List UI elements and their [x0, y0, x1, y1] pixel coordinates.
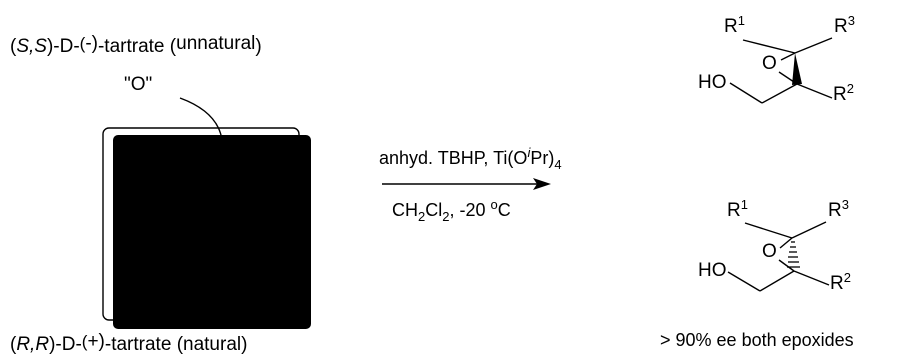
ho-label-bottom: HO	[698, 260, 727, 281]
r2-label-top: R2	[833, 81, 854, 105]
r3-label-bottom: R3	[828, 197, 849, 221]
bond-c1-r1-bottom	[744, 222, 793, 239]
bond-o-c2-bottom	[778, 259, 795, 272]
top-tartrate-label: (S,S)-D-(-)-tartrate (unnatural)	[10, 33, 262, 57]
reaction-arrow-head	[533, 178, 551, 190]
reaction-conditions-solvent: CH2Cl2, -20 oC	[392, 197, 511, 224]
ho-label-top: HO	[698, 72, 727, 93]
bond-c1-r3-bottom	[791, 221, 827, 239]
bond-c2-ch2-top	[761, 83, 798, 104]
allylic-alcohol-plane	[113, 135, 311, 329]
bottom-tartrate-label: (R,R)-D-(+)-tartrate (natural)	[10, 331, 247, 355]
hashed-bond-c1-c2-bottom	[787, 241, 800, 268]
bond-c2-r2-top	[796, 83, 833, 99]
bond-c2-ch2-bottom	[759, 270, 795, 292]
epoxide-oxygen-top: O	[762, 53, 777, 74]
bond-c1-o-bottom	[779, 237, 793, 249]
r1-label-top: R1	[724, 13, 745, 37]
r2-label-bottom: R2	[830, 270, 851, 294]
epoxide-oxygen-bottom: O	[762, 241, 777, 262]
epoxide-product-top: R1 R3 O HO R2	[698, 13, 855, 105]
epoxide-product-bottom: R1 R3 O HO R2	[698, 197, 851, 294]
bond-ch2-oh-top	[729, 82, 763, 104]
oxygen-delivery-arc-bottom	[172, 269, 191, 293]
bond-c1-o-top	[780, 52, 796, 61]
oxygen-top-label: "O"	[124, 74, 152, 95]
bond-ch2-oh-bottom	[727, 271, 761, 292]
oxygen-delivery-arc-top	[179, 97, 223, 141]
enantioselectivity-caption: > 90% ee both epoxides	[660, 330, 854, 350]
oxygen-bottom-label: "O"	[124, 287, 152, 308]
bond-c2-r2-bottom	[793, 270, 830, 286]
reaction-conditions-reagents: anhyd. TBHP, Ti(OiPr)4	[379, 145, 562, 172]
r1-label-bottom: R1	[727, 197, 748, 221]
wedge-bond-c1-c2-top	[792, 53, 802, 85]
r3-label-top: R3	[834, 13, 855, 37]
bond-c1-r1-top	[742, 39, 796, 54]
bond-c1-r3-top	[794, 37, 833, 54]
